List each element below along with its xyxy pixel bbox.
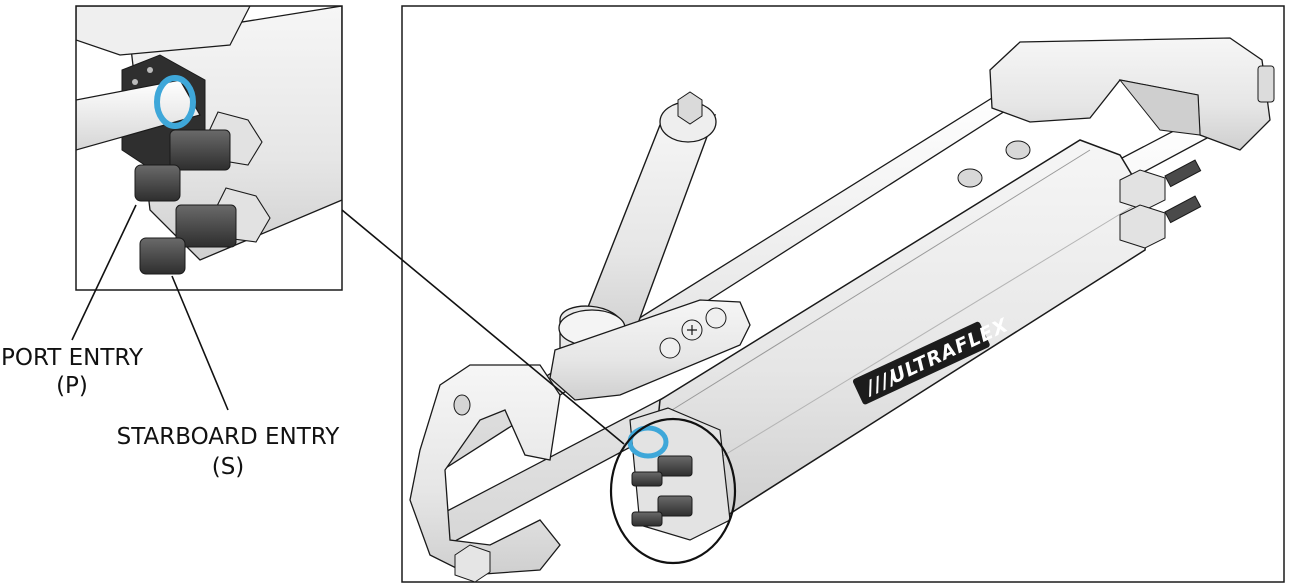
left-end-cap	[627, 407, 731, 541]
body-port-plug	[1005, 140, 1031, 160]
port-entry-callout: PORT ENTRY (P)	[1, 345, 144, 399]
port-leader-line	[71, 204, 137, 341]
rod-seal-detail	[154, 75, 196, 129]
starboard-fitting-detail	[139, 187, 271, 275]
port-entry-code: (P)	[56, 373, 88, 399]
right-end-fittings	[1119, 159, 1202, 249]
body-port-plug	[957, 168, 983, 188]
starboard-entry-code: (S)	[212, 454, 245, 480]
starboard-fitting-main	[631, 495, 693, 527]
left-mounting-bracket	[409, 364, 561, 583]
main-view: //// ULTRAFLEX	[401, 5, 1285, 583]
bracket-nut	[454, 544, 491, 583]
inset-connector-line	[341, 209, 625, 445]
starboard-entry-label: STARBOARD ENTRY	[117, 424, 341, 450]
arm-mounting-plate	[549, 299, 751, 401]
right-mounting-bracket	[989, 37, 1275, 151]
port-entry-label: PORT ENTRY	[1, 345, 144, 371]
port-fitting-detail	[134, 111, 263, 202]
hex-screw	[659, 337, 681, 359]
starboard-leader-line	[171, 275, 229, 411]
brand-logo-plate	[852, 321, 990, 405]
bracket-bolt-head	[1257, 65, 1275, 103]
starboard-entry-callout: STARBOARD ENTRY (S)	[117, 424, 341, 480]
hex-screw	[705, 307, 727, 329]
detail-inset	[75, 5, 343, 291]
tiller-bolt-head	[677, 91, 703, 125]
rod-seal-main	[627, 425, 669, 459]
highlight-circle	[609, 417, 737, 565]
port-fitting-main	[631, 455, 693, 487]
